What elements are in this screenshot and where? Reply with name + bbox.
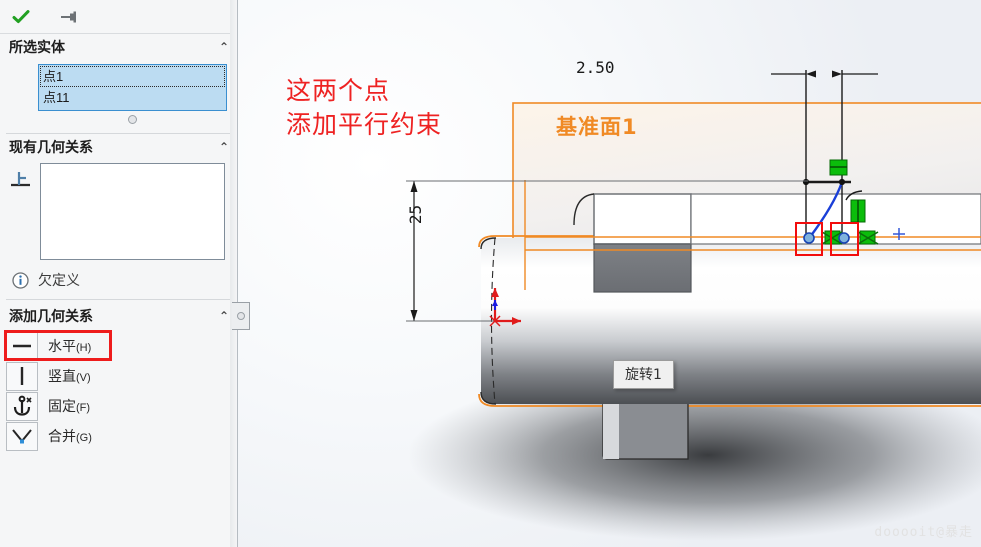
- label-mnemonic: (V): [76, 372, 91, 384]
- dim-arrow-top: [410, 181, 418, 192]
- anchor-icon[interactable]: [6, 391, 38, 421]
- model-shadow: [408, 369, 981, 541]
- watermark: dooooit@暴走: [874, 525, 973, 540]
- graphics-viewport[interactable]: 这两个点 添加平行约束 基准面1 2.50 25 旋转1 dooooit@暴走: [238, 0, 981, 547]
- add-relation-horizontal[interactable]: 水平(H): [4, 330, 237, 361]
- section-header-add-relations[interactable]: 添加几何关系 ⌃: [0, 303, 237, 329]
- sketch-endpoint[interactable]: [838, 178, 846, 186]
- dim-arrow-bottom: [410, 310, 418, 321]
- label-text: 合并: [48, 428, 76, 444]
- divider: [6, 299, 231, 300]
- sketch-endpoint[interactable]: [802, 178, 810, 186]
- add-relation-vertical[interactable]: 竖直(V): [6, 361, 237, 391]
- feature-tooltip: 旋转1: [613, 360, 674, 389]
- pin-icon[interactable]: [56, 6, 82, 28]
- dim-arrow-left: [806, 70, 816, 78]
- section-title-selected-entities: 所选实体: [9, 39, 65, 55]
- panel-right-edge: [230, 0, 237, 547]
- sketch-arc-right[interactable]: [845, 190, 863, 201]
- property-manager-toolbar: [0, 0, 237, 34]
- constraint-cross-marker: [821, 231, 843, 245]
- cad-model-canvas[interactable]: [238, 0, 981, 547]
- add-relation-label: 竖直(V): [48, 366, 91, 386]
- relation-type-icon: [6, 163, 36, 260]
- lower-block-highlight: [603, 404, 619, 459]
- property-manager-panel: 所选实体 ⌃ 点1 点11 现有几何关系 ⌃: [0, 0, 250, 547]
- add-relation-fix[interactable]: 固定(F): [6, 391, 237, 421]
- panel-splitter-handle[interactable]: [232, 302, 250, 330]
- splitter-grip-dot: [236, 312, 245, 320]
- section-title-add-relations: 添加几何关系: [9, 308, 93, 324]
- section-title-existing-relations: 现有几何关系: [9, 139, 93, 155]
- chevron-up-icon-add-relations[interactable]: ⌃: [218, 309, 229, 323]
- sketch-arc-selected[interactable]: [809, 181, 844, 238]
- sketch-point-1[interactable]: [803, 232, 815, 244]
- dim-arrow-right: [832, 70, 842, 78]
- label-mnemonic: (G): [76, 432, 92, 444]
- list-item[interactable]: 点11: [43, 90, 70, 105]
- add-relations-list: 水平(H) 竖直(V): [0, 329, 237, 451]
- origin-y-arrow: [491, 288, 499, 297]
- boss-fillet-edge: [573, 193, 595, 226]
- sketch-cross-marker: [893, 228, 905, 240]
- label-mnemonic: (H): [76, 342, 92, 354]
- existing-relations-listbox[interactable]: [40, 163, 225, 260]
- divider: [6, 133, 231, 134]
- status-text: 欠定义: [38, 272, 80, 288]
- constraint-cross-marker-2: [857, 231, 879, 245]
- list-resize-handle[interactable]: [38, 112, 227, 127]
- chevron-up-icon-existing-relations[interactable]: ⌃: [218, 140, 229, 154]
- resize-grip-dot: [128, 115, 137, 124]
- add-relation-label: 合并(G): [48, 426, 92, 446]
- info-icon: [12, 271, 29, 289]
- list-item[interactable]: 点1: [40, 66, 225, 87]
- boss-highlight-lines[interactable]: [525, 236, 981, 251]
- horizontal-line-icon[interactable]: [6, 331, 38, 361]
- label-text: 竖直: [48, 368, 76, 384]
- revolve-feature-highlight[interactable]: [478, 235, 981, 407]
- merge-icon[interactable]: [6, 421, 38, 451]
- label-text: 水平: [48, 338, 76, 354]
- accept-checkmark-icon[interactable]: [8, 6, 34, 28]
- add-relation-label: 水平(H): [48, 336, 91, 356]
- selected-entities-body: 点1 点11: [0, 60, 237, 127]
- vertical-line-icon[interactable]: [6, 361, 38, 391]
- cylinder-edge: [480, 237, 497, 405]
- origin-z-arrow: [492, 300, 498, 306]
- boss-front-face: [593, 243, 692, 293]
- section-header-existing-relations[interactable]: 现有几何关系 ⌃: [0, 134, 237, 160]
- dimension-value-250[interactable]: 2.50: [576, 58, 615, 77]
- add-relation-label: 固定(F): [48, 396, 90, 416]
- origin-x-arrow: [512, 317, 521, 325]
- annotation-text: 这两个点 添加平行约束: [286, 76, 443, 139]
- sketch-point-11[interactable]: [838, 232, 850, 244]
- label-mnemonic: (F): [76, 402, 91, 414]
- chevron-up-icon-selected-entities[interactable]: ⌃: [218, 40, 229, 54]
- section-header-selected-entities[interactable]: 所选实体 ⌃: [0, 34, 237, 60]
- selected-entities-list[interactable]: 点1 点11: [38, 64, 227, 111]
- label-text: 固定: [48, 398, 76, 414]
- datum-plane-label[interactable]: 基准面1: [556, 115, 638, 139]
- status-row-underdefined: 欠定义: [0, 260, 237, 299]
- add-relation-merge[interactable]: 合并(G): [6, 421, 237, 451]
- origin-marker: [489, 315, 501, 327]
- existing-relations-body: [0, 160, 237, 260]
- cylinder-body: [481, 238, 981, 404]
- dimension-value-25[interactable]: 25: [406, 204, 426, 225]
